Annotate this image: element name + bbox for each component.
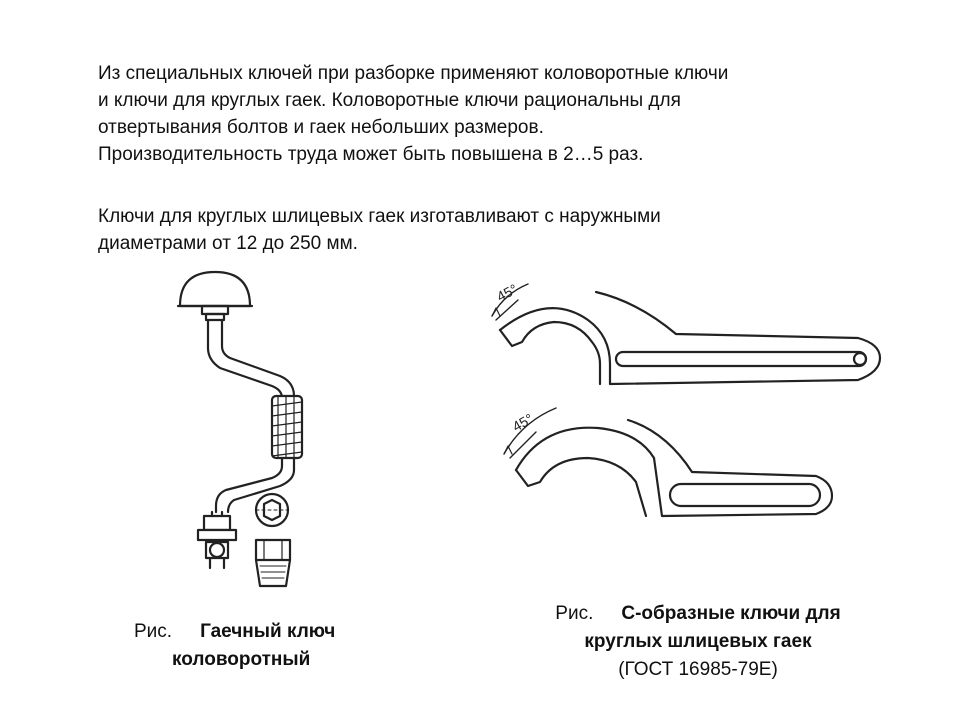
brace-wrench-drawing <box>176 270 304 588</box>
caption-right-line-1: С-образные ключи для <box>621 603 841 624</box>
caption-hook-spanners: Рис. С-образные ключи для круглых шлицевы… <box>508 600 888 684</box>
intro-line-4: Производительность труда может быть повы… <box>98 144 644 165</box>
caption-right-line-3: (ГОСТ 16985-79Е) <box>618 659 778 680</box>
caption-right-prefix: Рис. <box>555 603 594 624</box>
upper-hook-spanner <box>491 283 882 386</box>
caption-right-line-2: круглых шлицевых гаек <box>584 631 812 652</box>
spanner-line-2: диаметрами от 12 до 250 мм. <box>98 233 358 254</box>
intro-line-2: и ключи для круглых гаек. Коловоротные к… <box>98 90 681 111</box>
intro-paragraph: Из специальных ключей при разборке приме… <box>98 60 918 168</box>
caption-brace-wrench: Рис. Гаечный ключ коловоротный <box>134 618 414 674</box>
intro-line-3: отвертывания болтов и гаек небольших раз… <box>98 117 544 138</box>
angle-label-bottom: 45° <box>510 410 536 434</box>
hook-spanner-drawing: 45° 45° <box>491 281 882 518</box>
lower-hook-spanner <box>503 407 834 518</box>
caption-left-line-2: коловоротный <box>172 649 311 670</box>
caption-left-line-1: Гаечный ключ <box>200 621 336 642</box>
spanner-paragraph: Ключи для круглых шлицевых гаек изготавл… <box>98 203 918 257</box>
spanner-line-1: Ключи для круглых шлицевых гаек изготавл… <box>98 206 661 227</box>
intro-line-1: Из специальных ключей при разборке приме… <box>98 63 729 84</box>
caption-left-prefix: Рис. <box>134 621 173 642</box>
